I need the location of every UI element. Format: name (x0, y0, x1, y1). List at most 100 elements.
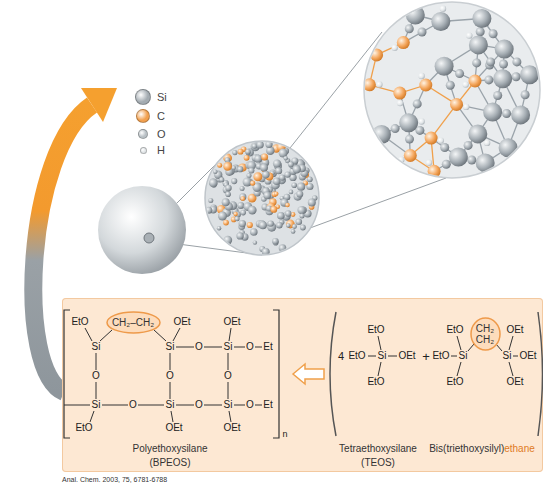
formula-text: CH₂–CH₂ (112, 317, 154, 328)
hydrogen-atom (426, 160, 432, 166)
carbon-atom (425, 132, 438, 145)
silicon-atom (218, 212, 227, 221)
hydrogen-atom (438, 137, 444, 143)
hydrogen-atom (440, 6, 446, 12)
carbon-atom (217, 163, 222, 168)
chem-label: OEt (173, 317, 190, 327)
silicon-atom (256, 141, 263, 148)
chem-label: Si (92, 400, 101, 410)
carbon-atom (250, 181, 255, 186)
legend-text: Si (157, 92, 167, 103)
oxygen-atom (499, 60, 508, 69)
carbon-atom (238, 149, 244, 155)
chem-label: Si (224, 342, 233, 352)
chem-label: EtO (71, 317, 88, 327)
compound-caption: Bis(triethoxysilyl)ethane (429, 442, 535, 456)
silicon-atom (205, 207, 212, 214)
carbon-atom (363, 78, 376, 91)
chem-label: EtO (432, 351, 449, 361)
silicon-atom (231, 166, 236, 171)
chem-label: OEt (398, 351, 415, 361)
chem-label: n (282, 430, 287, 439)
oxygen-atom (489, 29, 498, 38)
compound-caption: Polyethoxysilane (BPEOS) (132, 442, 207, 469)
chem-label: O (195, 400, 203, 410)
silicon-atom (296, 191, 303, 198)
silicon-atom (222, 198, 230, 206)
silicon-atom (245, 149, 251, 155)
chem-label: 4 (338, 351, 344, 362)
silicon-atom (520, 65, 539, 84)
silicon-atom (307, 176, 313, 182)
chem-label: EtO (367, 325, 384, 335)
zoom-circle (205, 141, 319, 255)
silicon-atom (308, 199, 316, 207)
silicon-atom (265, 141, 272, 148)
silicon-atom (297, 206, 305, 214)
silicon-atom (268, 220, 274, 226)
chem-label: EtO (446, 377, 463, 387)
silicon-atom (260, 164, 268, 172)
atom-cluster (205, 141, 317, 256)
silicon-atom (468, 124, 487, 143)
silicon-atom (253, 240, 257, 244)
oxygen-atom (418, 28, 427, 37)
silicon-atom (240, 210, 246, 216)
chem-label: O (224, 371, 232, 381)
legend-swatch (136, 109, 150, 123)
silicon-atom (247, 173, 252, 178)
oxygen-atom (472, 58, 481, 67)
chem-label: O (195, 342, 203, 352)
oxygen-atom (405, 24, 414, 33)
chem-label: Si (166, 400, 175, 410)
ethane-bridge-ellipse: CH₂ CH₂ (470, 317, 501, 351)
carbon-atom (244, 155, 250, 161)
reaction-arrow (293, 364, 324, 384)
carbon-atom (469, 75, 482, 88)
chem-label: O (246, 342, 254, 352)
legend-swatch (138, 129, 148, 139)
silicon-atom (240, 186, 245, 191)
silicon-atom (286, 223, 290, 227)
hydrogen-atom (392, 45, 398, 51)
hydrogen-atom (466, 32, 472, 38)
hydrogen-atom (418, 118, 424, 124)
carbon-atom (370, 48, 383, 61)
chem-label: Si (92, 342, 101, 352)
oxygen-atom (493, 91, 502, 100)
silicon-atom (209, 179, 218, 188)
carbon-atom (233, 212, 237, 216)
silicon-atom (208, 198, 213, 203)
carbon-atom (223, 162, 232, 171)
silicon-atom (406, 6, 425, 25)
polymer-bracket (64, 310, 279, 438)
silicon-atom (291, 182, 297, 188)
silicon-atom (431, 12, 450, 31)
hydrogen-atom (463, 81, 469, 87)
chem-label: Et (263, 400, 272, 410)
zoom-spot (144, 233, 154, 243)
silicon-atom (297, 183, 305, 191)
silicon-atom (288, 161, 294, 167)
legend-text: O (157, 129, 166, 140)
silicon-atom (213, 169, 218, 174)
silicon-atom (289, 190, 294, 195)
silicon-atom (300, 213, 305, 218)
silicon-atom (262, 248, 270, 256)
carbon-atom (261, 153, 268, 160)
carbon-atom (276, 168, 282, 174)
silicon-atom (292, 224, 297, 229)
compound-caption: Tetraethoxysilane (TEOS) (339, 442, 417, 469)
zoom-circle (364, 2, 540, 178)
chem-label: Si (378, 351, 387, 361)
chem-label: EtO (446, 325, 463, 335)
citation: Anal. Chem. 2003, 75, 6781-6788 (62, 476, 167, 484)
chem-label: OEt (165, 423, 182, 433)
silicon-atom (239, 193, 246, 200)
silicon-atom (248, 206, 257, 215)
carbon-atom (223, 154, 232, 163)
silicon-atom (469, 35, 488, 54)
chem-label: OEt (223, 423, 240, 433)
silicon-atom (223, 236, 232, 245)
oxygen-atom (484, 75, 493, 84)
